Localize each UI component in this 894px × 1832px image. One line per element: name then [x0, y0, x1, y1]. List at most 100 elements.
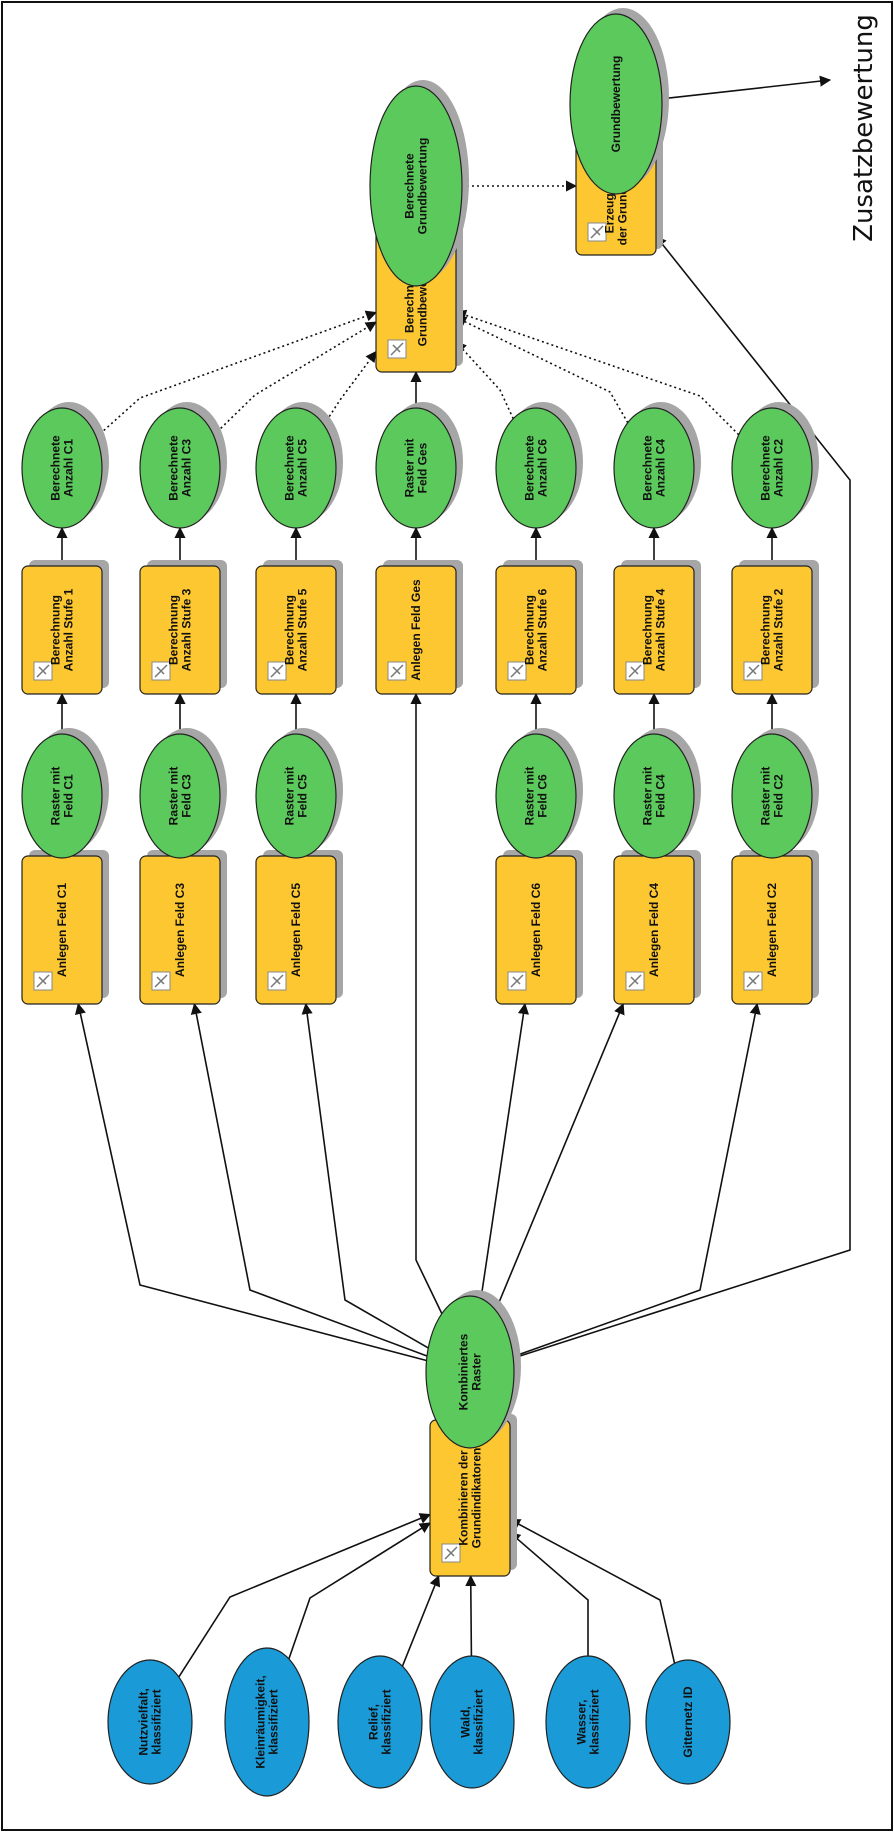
node-label: BerechnungAnzahl Stufe 2	[759, 588, 786, 671]
node-label: BerechneteAnzahl C1	[49, 435, 76, 501]
edge-kombiniert-af6	[480, 1002, 530, 1299]
edge-gw-zusatzbewertung	[661, 75, 832, 100]
node-in6[interactable]: Gitternetz ID	[645, 1659, 731, 1785]
input-ellipse	[224, 1647, 310, 1797]
edge-layer	[56, 75, 851, 1678]
output-ellipse	[139, 407, 221, 529]
node-label: BerechnungAnzahl Stufe 1	[49, 588, 76, 671]
node-label: BerechneteAnzahl C3	[167, 435, 194, 501]
node-bs5[interactable]: BerechnungAnzahl Stufe 5	[255, 560, 343, 695]
node-label: Anlegen Feld C5	[289, 883, 303, 977]
tool-icon	[33, 971, 53, 991]
node-label: Raster mitFeld C4	[641, 767, 668, 826]
output-ellipse	[495, 407, 577, 529]
edge-kombiniert-erz	[513, 235, 851, 1359]
node-af6[interactable]: Anlegen Feld C6	[495, 850, 583, 1005]
node-in1[interactable]: Nutzvielfalt,klassifiziert	[107, 1659, 193, 1785]
node-ba2[interactable]: BerechneteAnzahl C2	[731, 402, 819, 529]
node-af5[interactable]: Anlegen Feld C5	[255, 850, 343, 1005]
tool-icon	[743, 661, 763, 681]
tool-icon	[267, 971, 287, 991]
node-label: BerechneteAnzahl C4	[641, 435, 668, 501]
node-label: BerechnungAnzahl Stufe 5	[283, 588, 310, 671]
node-ba6[interactable]: BerechneteAnzahl C6	[495, 402, 583, 529]
node-ba3[interactable]: BerechneteAnzahl C3	[139, 402, 227, 529]
node-label: Relief,klassifiziert	[367, 1689, 394, 1754]
edge-kombiniert-af2	[512, 1002, 761, 1358]
input-ellipse	[545, 1655, 631, 1789]
tool-icon	[387, 339, 407, 359]
node-ba4[interactable]: BerechneteAnzahl C4	[613, 402, 701, 529]
node-bs1[interactable]: BerechnungAnzahl Stufe 1	[21, 560, 109, 695]
node-bs2[interactable]: BerechnungAnzahl Stufe 2	[731, 560, 819, 695]
edge-ba4-bgw	[454, 316, 629, 424]
node-gw[interactable]: Grundbewertung	[569, 8, 669, 195]
node-combine[interactable]: Kombinieren derGrundindikatoren	[429, 1414, 517, 1577]
input-ellipse	[107, 1659, 193, 1785]
node-label: Gitternetz ID	[681, 1686, 695, 1758]
output-ellipse	[21, 733, 103, 859]
node-in4[interactable]: Wald,klassifiziert	[429, 1655, 515, 1789]
tool-icon	[625, 661, 645, 681]
node-bs6[interactable]: BerechnungAnzahl Stufe 6	[495, 560, 583, 695]
node-ba5[interactable]: BerechneteAnzahl C5	[255, 402, 343, 529]
node-af2[interactable]: Anlegen Feld C2	[731, 850, 819, 1005]
node-label: Raster mitFeld C3	[167, 767, 194, 826]
node-label: Raster mitFeld C1	[49, 767, 76, 826]
input-ellipse	[429, 1655, 515, 1789]
edge-ba6-bgw	[455, 340, 514, 420]
node-in3[interactable]: Relief,klassifiziert	[337, 1655, 423, 1789]
node-rf1[interactable]: Raster mitFeld C1	[21, 728, 109, 859]
node-label: Kleinräumigkeit,klassifiziert	[254, 1675, 281, 1768]
tool-icon	[587, 222, 607, 242]
node-in5[interactable]: Wasser,klassifiziert	[545, 1655, 631, 1789]
node-label: Wald,klassifiziert	[459, 1689, 486, 1754]
tool-icon	[151, 661, 171, 681]
node-label: Anlegen Feld Ges	[409, 579, 423, 681]
node-afg[interactable]: Anlegen Feld Ges	[375, 560, 463, 695]
zusatzbewertung-label: Zusatzbewertung	[849, 14, 879, 242]
edge-kombiniert-af3	[190, 1002, 428, 1357]
node-rfg[interactable]: Raster mitFeld Ges	[375, 402, 463, 529]
output-ellipse	[613, 733, 695, 859]
node-rf3[interactable]: Raster mitFeld C3	[139, 728, 227, 859]
tool-icon	[267, 661, 287, 681]
output-ellipse	[139, 733, 221, 859]
edge-ba2-bgw	[454, 309, 740, 436]
node-bs3[interactable]: BerechnungAnzahl Stufe 3	[139, 560, 227, 695]
node-kombiniert[interactable]: KombiniertesRaster	[425, 1290, 521, 1449]
node-label: Anlegen Feld C3	[173, 883, 187, 977]
node-in2[interactable]: Kleinräumigkeit,klassifiziert	[224, 1647, 310, 1797]
output-ellipse	[375, 407, 457, 529]
node-rf2[interactable]: Raster mitFeld C2	[731, 728, 819, 859]
node-label: BerechnungAnzahl Stufe 3	[167, 588, 194, 671]
output-ellipse	[255, 407, 337, 529]
output-ellipse	[425, 1295, 515, 1449]
node-label: KombiniertesRaster	[457, 1333, 484, 1410]
node-rf6[interactable]: Raster mitFeld C6	[495, 728, 583, 859]
node-bergw[interactable]: BerechneteGrundbewertung	[369, 80, 469, 287]
tool-icon	[151, 971, 171, 991]
node-af4[interactable]: Anlegen Feld C4	[613, 850, 701, 1005]
node-ba1[interactable]: BerechneteAnzahl C1	[21, 402, 109, 529]
tool-icon	[33, 661, 53, 681]
edge-in5-combine	[509, 1531, 589, 1656]
tool-icon	[387, 661, 407, 681]
edge-in1-combine	[178, 1513, 432, 1678]
node-af1[interactable]: Anlegen Feld C1	[21, 850, 109, 1005]
node-label: BerechneteAnzahl C6	[523, 435, 550, 501]
node-label: Anlegen Feld C6	[529, 883, 543, 977]
input-ellipse	[337, 1655, 423, 1789]
node-label: BerechneteAnzahl C2	[759, 435, 786, 501]
node-label: Raster mitFeld C2	[759, 767, 786, 826]
output-ellipse	[255, 733, 337, 859]
output-ellipse	[613, 407, 695, 529]
node-af3[interactable]: Anlegen Feld C3	[139, 850, 227, 1005]
node-label: Anlegen Feld C2	[765, 883, 779, 977]
edge-kombiniert-af1	[74, 1002, 427, 1362]
node-rf5[interactable]: Raster mitFeld C5	[255, 728, 343, 859]
node-rf4[interactable]: Raster mitFeld C4	[613, 728, 701, 859]
node-bs4[interactable]: BerechnungAnzahl Stufe 4	[613, 560, 701, 695]
output-ellipse	[731, 733, 813, 859]
